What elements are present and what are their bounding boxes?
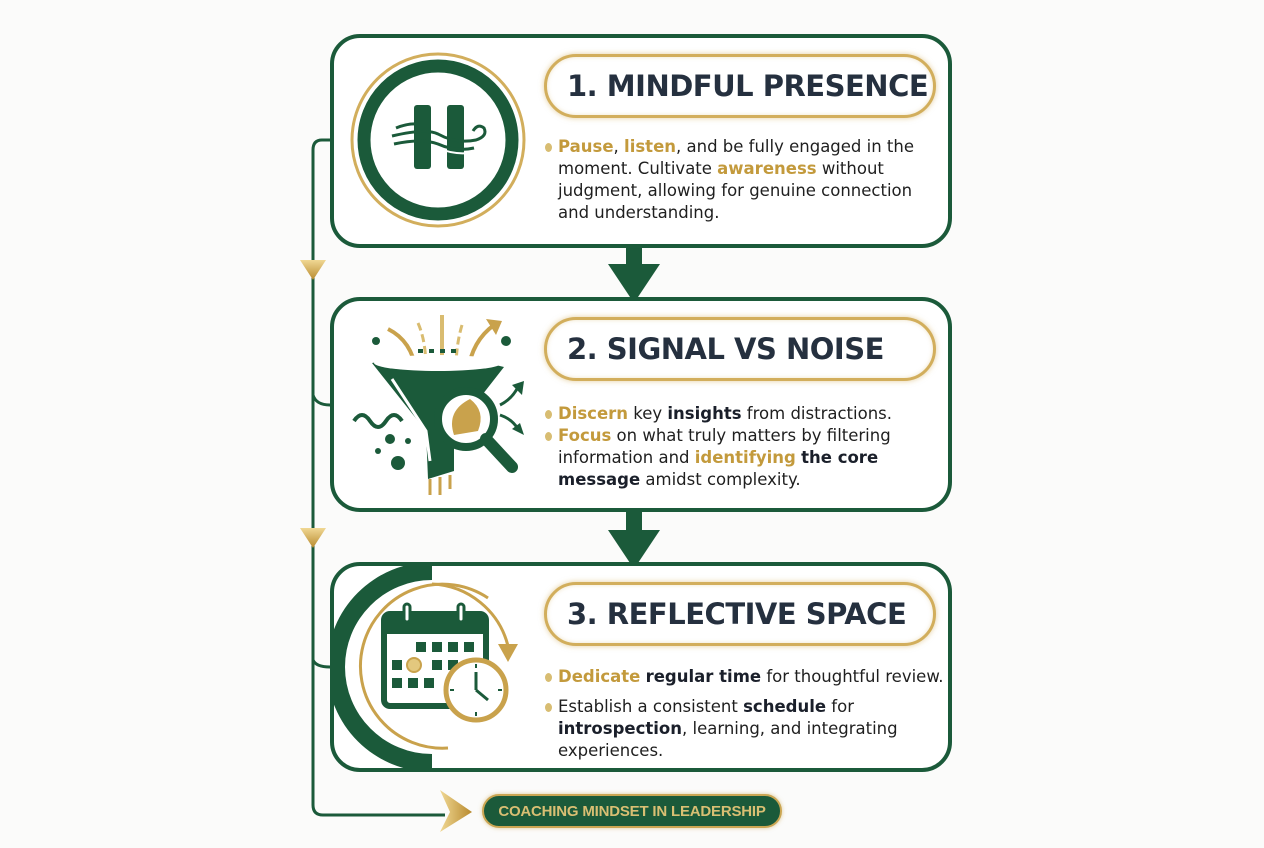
text-segment: , [613,137,625,156]
text-segment: amidst complexity. [640,470,801,489]
text-segment: on what truly matters by filtering infor… [558,426,891,467]
bullet-dot-icon [545,143,552,152]
step-card-signal-vs-noise: 2. SIGNAL VS NOISE Discern key insights … [330,297,952,512]
step-title: 2. SIGNAL VS NOISE [567,332,884,366]
emphasis-regular-time: regular time [645,667,762,686]
emphasis-introspection: introspection [558,719,682,738]
highlight-pause: Pause [558,137,614,156]
emphasis-schedule: schedule [743,697,827,716]
bullet-dot-icon [545,410,552,419]
bullet-item: Focus on what truly matters by filtering… [544,425,944,491]
step-description: Discern key insights from distractions. … [544,403,944,491]
step-title: 1. MINDFUL PRESENCE [567,69,929,103]
highlight-dedicate: Dedicate [558,667,641,686]
green-down-arrow-icon [608,510,660,569]
funnel-magnifier-icon [346,311,530,495]
highlight-awareness: awareness [717,159,817,178]
text-segment: without judgment, allowing for genuine c… [558,159,913,222]
step-title: 3. REFLECTIVE SPACE [567,597,907,631]
emphasis-insights: insights [667,404,742,423]
bullet-item: Pause, listen, and be fully engaged in t… [544,136,944,224]
highlight-listen: listen [624,137,677,156]
step-description: Pause, listen, and be fully engaged in t… [544,136,944,224]
step-description: Dedicate regular time for thoughtful rev… [544,666,944,762]
step-title-pill: 3. REFLECTIVE SPACE [544,582,936,646]
gold-right-arrow-icon [440,790,472,832]
text-segment: for [826,697,854,716]
bullet-dot-icon [545,703,552,712]
footer-badge-label: COACHING MINDSET IN LEADERSHIP [498,802,766,820]
bullet-item: Discern key insights from distractions. [544,403,944,425]
footer-badge: COACHING MINDSET IN LEADERSHIP [482,794,782,828]
green-down-arrow-icon [608,246,660,303]
bullet-item: Dedicate regular time for thoughtful rev… [544,666,944,688]
text-segment: key [628,404,668,423]
wind-h-emblem-icon [346,48,530,232]
step-title-pill: 2. SIGNAL VS NOISE [544,317,936,381]
text-segment: Establish a consistent [558,697,744,716]
text-segment: , learning, and integrating experiences. [558,719,898,760]
bullet-dot-icon [545,432,552,441]
highlight-discern: Discern [558,404,629,423]
step-card-reflective-space: 3. REFLECTIVE SPACE Dedicate regular tim… [330,562,952,772]
bullet-dot-icon [545,673,552,682]
gold-down-arrow-icon [300,260,326,280]
calendar-clock-icon [334,566,538,768]
step-title-pill: 1. MINDFUL PRESENCE [544,54,936,118]
gold-down-arrow-icon [300,528,326,548]
step-card-mindful-presence: 1. MINDFUL PRESENCE Pause, listen, and b… [330,34,952,248]
highlight-focus: Focus [558,426,612,445]
text-segment: from distractions. [741,404,892,423]
bullet-item: Establish a consistent schedule for intr… [544,696,944,762]
text-segment: for thoughtful review. [761,667,944,686]
text-segment: , and be fully engaged in the moment. Cu… [558,137,915,178]
emphasis-core-message: the core message [558,448,879,489]
highlight-identifying: identifying [694,448,796,467]
